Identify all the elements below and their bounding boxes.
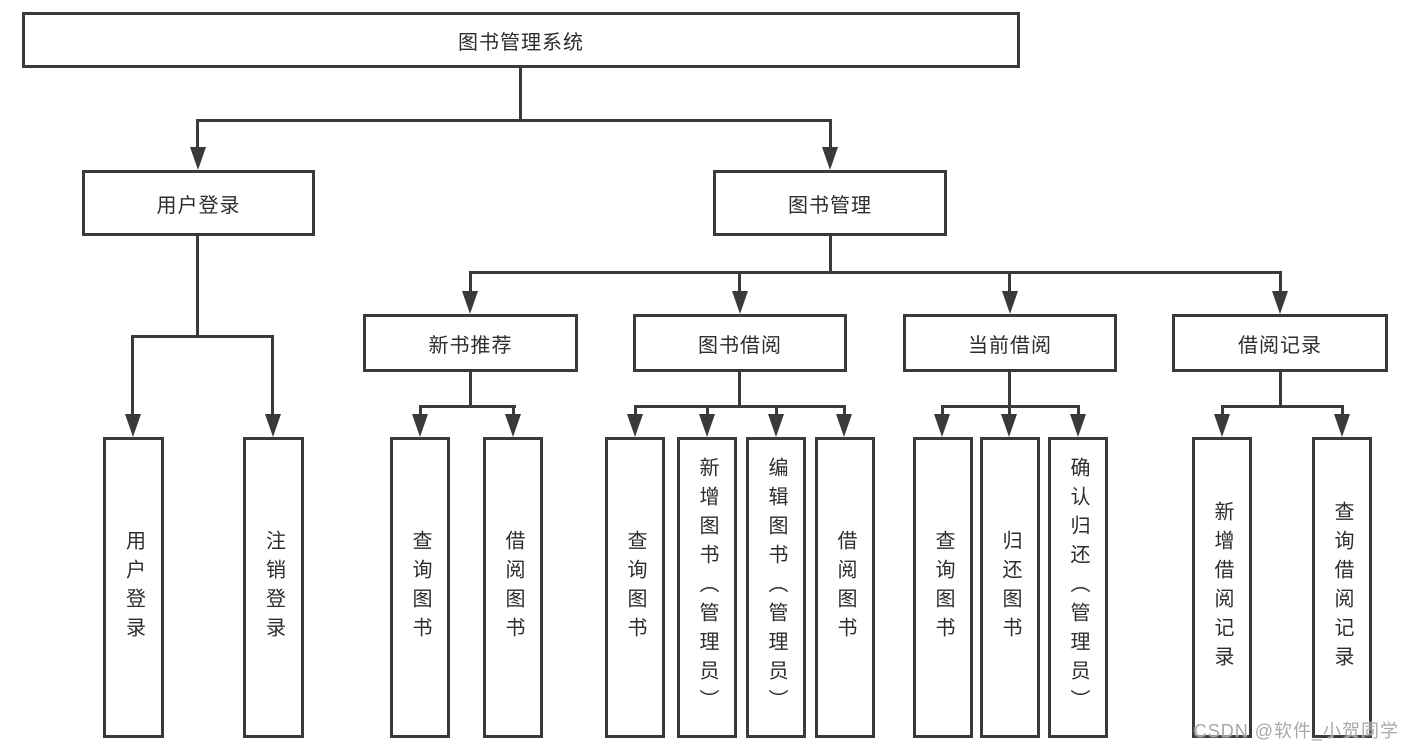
connector-line (196, 121, 199, 149)
arrowhead-down (768, 414, 784, 437)
node-book-borrow-label: 图书借阅 (698, 334, 782, 357)
leaf-query-books-borrow: 查询图书 (605, 437, 665, 738)
leaf-logout: 注销登录 (243, 437, 304, 738)
connector-line (829, 236, 832, 273)
connector-line (634, 405, 846, 408)
watermark: CSDN @软件_小贺同学 (1193, 721, 1399, 741)
leaf-query-books-current: 查询图书 (913, 437, 973, 738)
leaf-borrow-books-recommend: 借阅图书 (483, 437, 543, 738)
connector-line (1279, 372, 1282, 407)
leaf-return-books-label: 归还图书 (999, 529, 1021, 646)
arrowhead-down (1214, 414, 1230, 437)
leaf-add-book-admin: 新增图书（管理员） (677, 437, 737, 738)
arrowhead-down (190, 147, 206, 170)
arrowhead-down (732, 291, 748, 314)
connector-line (512, 407, 515, 416)
arrowhead-down (412, 414, 428, 437)
connector-line (271, 337, 274, 416)
connector-line (1221, 407, 1224, 416)
node-user-login-label: 用户登录 (156, 194, 241, 217)
leaf-query-books-recommend: 查询图书 (390, 437, 450, 738)
leaf-confirm-return-admin-label: 确认归还（管理员） (1067, 457, 1089, 718)
connector-line (1221, 405, 1344, 408)
node-book-borrow: 图书借阅 (633, 314, 847, 372)
leaf-borrow-books-recommend-label: 借阅图书 (502, 529, 524, 646)
connector-line (829, 121, 832, 149)
connector-line (1341, 407, 1344, 416)
leaf-query-borrow-record-label: 查询借阅记录 (1331, 500, 1353, 675)
node-borrow-records: 借阅记录 (1172, 314, 1388, 372)
leaf-user-login-label: 用户登录 (122, 529, 145, 646)
connector-line (843, 407, 846, 416)
arrowhead-down (1334, 414, 1350, 437)
leaf-edit-book-admin: 编辑图书（管理员） (746, 437, 806, 738)
connector-line (469, 273, 472, 292)
connector-line (1279, 273, 1282, 292)
node-book-management-label: 图书管理 (788, 194, 872, 217)
leaf-edit-book-admin-label: 编辑图书（管理员） (765, 457, 787, 718)
arrowhead-down (699, 414, 715, 437)
connector-line (131, 337, 134, 416)
connector-line (131, 335, 274, 338)
connector-line (196, 236, 199, 337)
connector-line (738, 372, 741, 407)
arrowhead-down (627, 414, 643, 437)
leaf-borrow-books: 借阅图书 (815, 437, 875, 738)
connector-line (519, 68, 522, 121)
arrowhead-down (505, 414, 521, 437)
leaf-query-books-current-label: 查询图书 (932, 529, 954, 646)
leaf-logout-label: 注销登录 (262, 529, 285, 646)
arrowhead-down (125, 414, 141, 437)
connector-line (469, 372, 472, 407)
connector-line (469, 271, 1282, 274)
node-root-label: 图书管理系统 (458, 31, 584, 54)
leaf-add-borrow-record: 新增借阅记录 (1192, 437, 1252, 738)
connector-line (1008, 372, 1011, 407)
node-current-borrow: 当前借阅 (903, 314, 1117, 372)
arrowhead-down (934, 414, 950, 437)
connector-line (419, 407, 422, 416)
leaf-query-books-recommend-label: 查询图书 (409, 529, 431, 646)
node-new-book-recommend: 新书推荐 (363, 314, 578, 372)
connector-line (941, 407, 944, 416)
leaf-query-borrow-record: 查询借阅记录 (1312, 437, 1372, 738)
connector-line (419, 405, 516, 408)
leaf-user-login: 用户登录 (103, 437, 164, 738)
arrowhead-down (836, 414, 852, 437)
arrowhead-down (1001, 414, 1017, 437)
node-root: 图书管理系统 (22, 12, 1020, 68)
node-borrow-records-label: 借阅记录 (1238, 334, 1322, 357)
connector-line (775, 407, 778, 416)
connector-line (634, 407, 637, 416)
connector-line (1077, 407, 1080, 416)
node-user-login: 用户登录 (82, 170, 315, 236)
connector-line (738, 273, 741, 292)
leaf-query-books-borrow-label: 查询图书 (624, 529, 646, 646)
connector-line (706, 407, 709, 416)
leaf-return-books: 归还图书 (980, 437, 1040, 738)
leaf-add-book-admin-label: 新增图书（管理员） (696, 457, 718, 718)
connector-line (1008, 273, 1011, 292)
node-new-book-recommend-label: 新书推荐 (428, 334, 513, 357)
node-book-management: 图书管理 (713, 170, 947, 236)
connector-line (1008, 407, 1011, 416)
leaf-add-borrow-record-label: 新增借阅记录 (1211, 500, 1233, 675)
connector-line (941, 405, 1080, 408)
leaf-borrow-books-label: 借阅图书 (834, 529, 856, 646)
arrowhead-down (1002, 291, 1018, 314)
node-current-borrow-label: 当前借阅 (968, 334, 1052, 357)
connector-line (196, 119, 832, 122)
arrowhead-down (1070, 414, 1086, 437)
arrowhead-down (1272, 291, 1288, 314)
arrowhead-down (822, 147, 838, 170)
leaf-confirm-return-admin: 确认归还（管理员） (1048, 437, 1108, 738)
arrowhead-down (265, 414, 281, 437)
arrowhead-down (462, 291, 478, 314)
